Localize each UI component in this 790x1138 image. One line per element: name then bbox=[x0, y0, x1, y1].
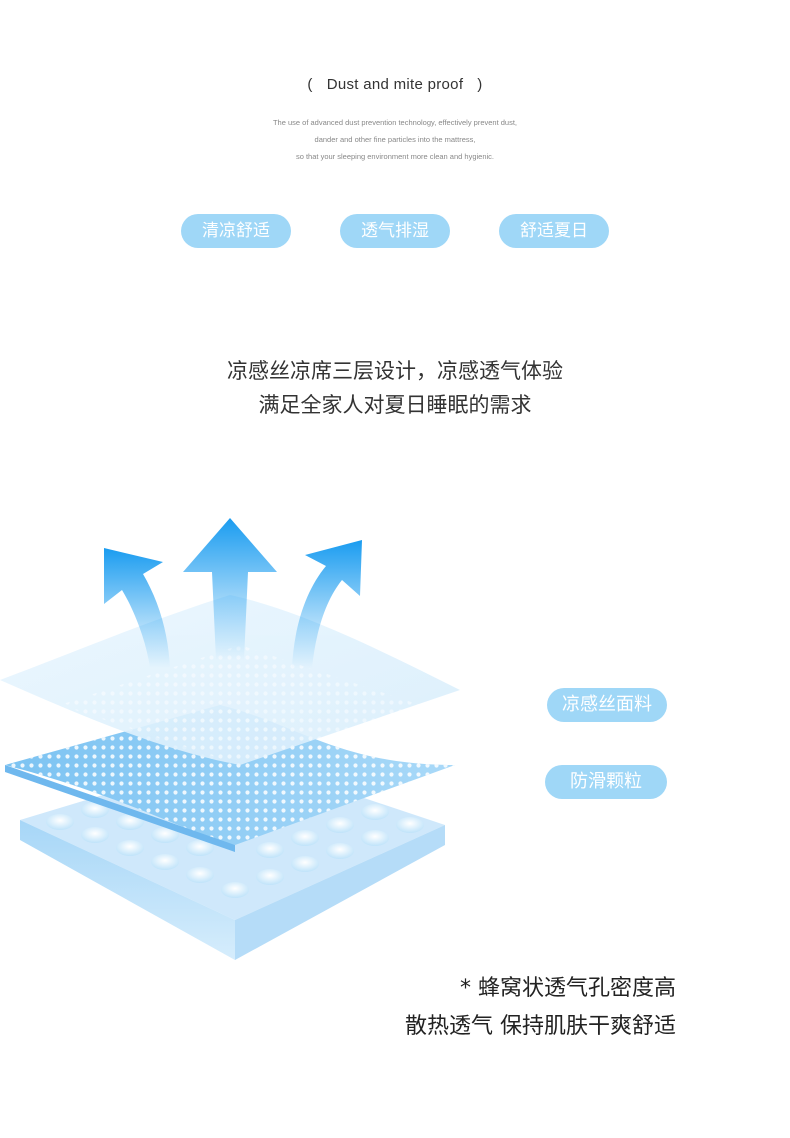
headline: 凉感丝凉席三层设计，凉感透气体验 满足全家人对夏日睡眠的需求 bbox=[0, 354, 790, 422]
section-title: ( Dust and mite proof) bbox=[0, 76, 790, 93]
headline-line: 凉感丝凉席三层设计，凉感透气体验 bbox=[227, 359, 563, 383]
section-description: The use of advanced dust prevention tech… bbox=[0, 114, 790, 165]
tag-cool-comfort: 清凉舒适 bbox=[181, 214, 291, 248]
tag-breathable: 透气排湿 bbox=[340, 214, 450, 248]
feature-tags: 清凉舒适 透气排湿 舒适夏日 bbox=[0, 214, 790, 250]
description-line: The use of advanced dust prevention tech… bbox=[272, 118, 518, 127]
section-title-text: Dust and mite proof bbox=[326, 76, 464, 93]
paren-close: ) bbox=[477, 76, 483, 93]
three-layer-illustration bbox=[0, 518, 460, 960]
headline-line: 满足全家人对夏日睡眠的需求 bbox=[258, 393, 532, 417]
arrow-up-icon bbox=[183, 518, 277, 660]
label-cooling-fabric: 凉感丝面料 bbox=[547, 688, 667, 722]
arrow-left-icon bbox=[104, 548, 170, 668]
arrow-right-icon bbox=[292, 540, 362, 668]
footer-line: 散热透气 保持肌肤干爽舒适 bbox=[405, 1014, 676, 1039]
label-anti-slip-particles: 防滑颗粒 bbox=[545, 765, 667, 799]
footer-text: * 蜂窝状透气孔密度高 散热透气 保持肌肤干爽舒适 bbox=[405, 970, 676, 1046]
description-line: so that your sleeping environment more c… bbox=[295, 152, 495, 161]
middle-layer bbox=[5, 705, 455, 852]
description-line: dander and other fine particles into the… bbox=[314, 135, 476, 144]
footer-line: * 蜂窝状透气孔密度高 bbox=[460, 976, 676, 1001]
airflow-arrows bbox=[104, 518, 362, 668]
top-layer bbox=[0, 595, 460, 765]
paren-open: ( bbox=[307, 76, 313, 93]
tag-summer-comfort: 舒适夏日 bbox=[499, 214, 609, 248]
